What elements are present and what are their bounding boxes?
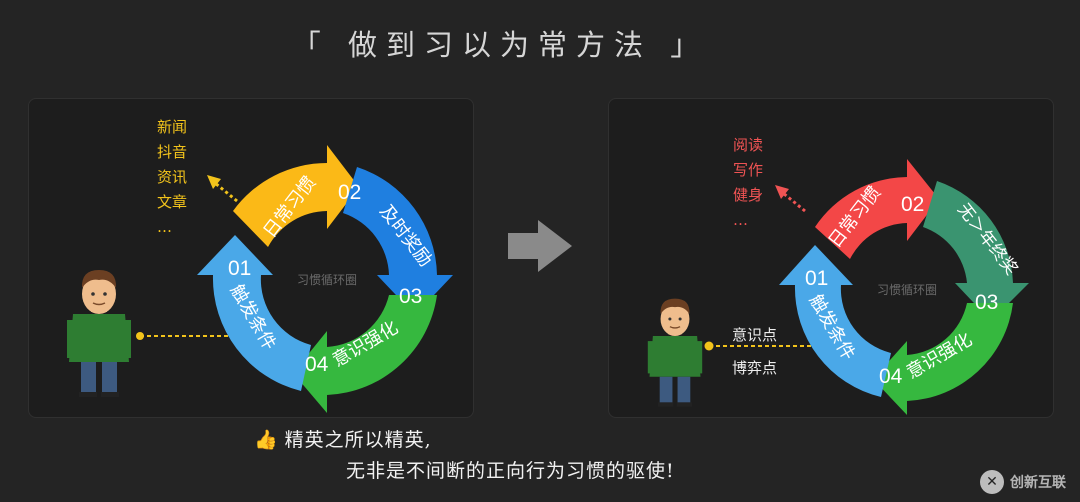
- footer-line-2: 无非是不间断的正向行为习惯的驱使!: [346, 460, 675, 482]
- segment-04-arrow: [873, 303, 1013, 415]
- brand-name: 创新互联: [1010, 475, 1066, 491]
- segment-04-number: 04: [305, 353, 329, 376]
- segment-04-number: 04: [879, 365, 903, 388]
- segment-03-number: 03: [399, 285, 422, 308]
- segment-03-number: 03: [975, 291, 998, 314]
- topic-pointer: [214, 181, 238, 203]
- topic-pointer-head: [775, 185, 789, 199]
- segment-03-arrow: [343, 167, 453, 315]
- person-icon: [647, 298, 703, 407]
- topic-pointer: [782, 191, 806, 213]
- point-label: 意识点: [732, 326, 778, 344]
- brand-logo-icon: ✕: [980, 470, 1004, 494]
- thumbs-up-icon: 👍: [254, 429, 279, 451]
- footer-line-1: 👍精英之所以精英,: [254, 425, 432, 452]
- segment-03-arrow: [923, 181, 1029, 321]
- left-diagram-panel: 新闻 抖音 资讯 文章 …: [28, 98, 474, 418]
- point-label: 博弈点: [732, 359, 778, 377]
- segment-02-arrow: [233, 145, 359, 247]
- right-diagram-panel: 阅读 写作 健身 … 意识点 博弈点: [608, 98, 1054, 418]
- topic-item: 抖音: [157, 143, 188, 161]
- segment-02-arrow: [815, 159, 939, 259]
- segment-04-arrow: [293, 295, 437, 413]
- cycle-center-label: 习惯循环圈: [877, 282, 937, 297]
- watermark-logo: ✕ 创新互联: [980, 470, 1066, 494]
- topic-item: 新闻: [157, 118, 188, 136]
- point-labels: 意识点 博弈点: [732, 319, 777, 385]
- segment-01-arrow: [779, 245, 891, 397]
- topic-pointer-head: [207, 175, 221, 189]
- right-cycle-diagram: 习惯循环圈 02 日常习惯 无＞年终奖 03 04 意识强化 01 触发条件: [647, 159, 1029, 415]
- topic-item: 资讯: [157, 168, 188, 186]
- topic-item: 文章: [157, 193, 188, 211]
- topic-item: 健身: [733, 186, 764, 204]
- segment-02-number: 02: [901, 193, 924, 216]
- topic-item: …: [733, 211, 748, 229]
- person-icon: [67, 270, 131, 397]
- right-topic-list: 阅读 写作 健身 …: [733, 133, 763, 233]
- left-cycle-diagram: 习惯循环圈 02 日常习惯 及时奖励 03 04 意识强化 01 触发条件: [67, 145, 453, 413]
- topic-item: …: [157, 218, 172, 236]
- page-title: 「 做到习以为常方法 」: [291, 28, 709, 62]
- footer-text-1: 精英之所以精英,: [284, 429, 432, 451]
- cycle-center-label: 习惯循环圈: [297, 272, 357, 287]
- segment-01-number: 01: [228, 257, 251, 280]
- segment-01-number: 01: [805, 267, 828, 290]
- left-topic-list: 新闻 抖音 资讯 文章 …: [157, 115, 187, 240]
- segment-01-arrow: [197, 235, 311, 391]
- segment-02-number: 02: [338, 181, 361, 204]
- topic-item: 阅读: [733, 136, 764, 154]
- topic-item: 写作: [733, 161, 764, 179]
